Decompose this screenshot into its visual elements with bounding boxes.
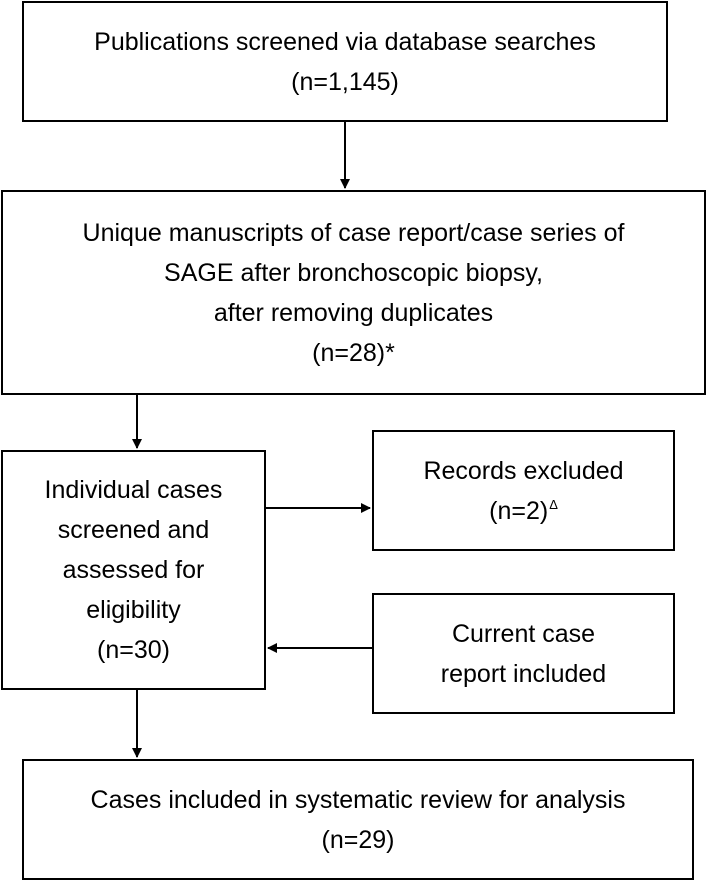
cases-included-box: Cases included in systematic review for …: [22, 759, 694, 880]
unique-manuscripts-count: (n=28)*: [312, 338, 395, 367]
unique-manuscripts-line-1: Unique manuscripts of case report/case s…: [82, 218, 625, 247]
unique-manuscripts-line-3: after removing duplicates: [213, 298, 494, 327]
current-case-line-2: report included: [440, 659, 607, 688]
current-case-line-1: Current case: [451, 619, 596, 648]
publications-screened-label: Publications screened via database searc…: [94, 27, 596, 56]
records-excluded-label: Records excluded: [423, 456, 624, 485]
records-excluded-count: (n=2): [489, 496, 549, 525]
individual-cases-line-2: screened and: [57, 516, 210, 544]
individual-cases-line-3: assessed for: [62, 556, 205, 584]
records-excluded-footnote-mark: Δ: [549, 496, 558, 512]
records-excluded-box: Records excluded (n=2)Δ: [372, 430, 675, 551]
unique-manuscripts-line-2: SAGE after bronchoscopic biopsy,: [164, 258, 543, 287]
cases-included-count: (n=29): [321, 825, 395, 854]
individual-cases-box: Individual cases screened and assessed f…: [1, 450, 266, 690]
individual-cases-line-4: eligibility: [86, 596, 181, 624]
publications-screened-box: Publications screened via database searc…: [22, 1, 668, 122]
unique-manuscripts-box: Unique manuscripts of case report/case s…: [1, 190, 706, 395]
individual-cases-count: (n=30): [97, 636, 170, 664]
individual-cases-line-1: Individual cases: [44, 476, 223, 504]
records-excluded-count-line: (n=2)Δ: [489, 491, 558, 531]
current-case-box: Current case report included: [372, 593, 675, 714]
publications-screened-count: (n=1,145): [291, 67, 399, 96]
cases-included-label: Cases included in systematic review for …: [90, 785, 626, 814]
